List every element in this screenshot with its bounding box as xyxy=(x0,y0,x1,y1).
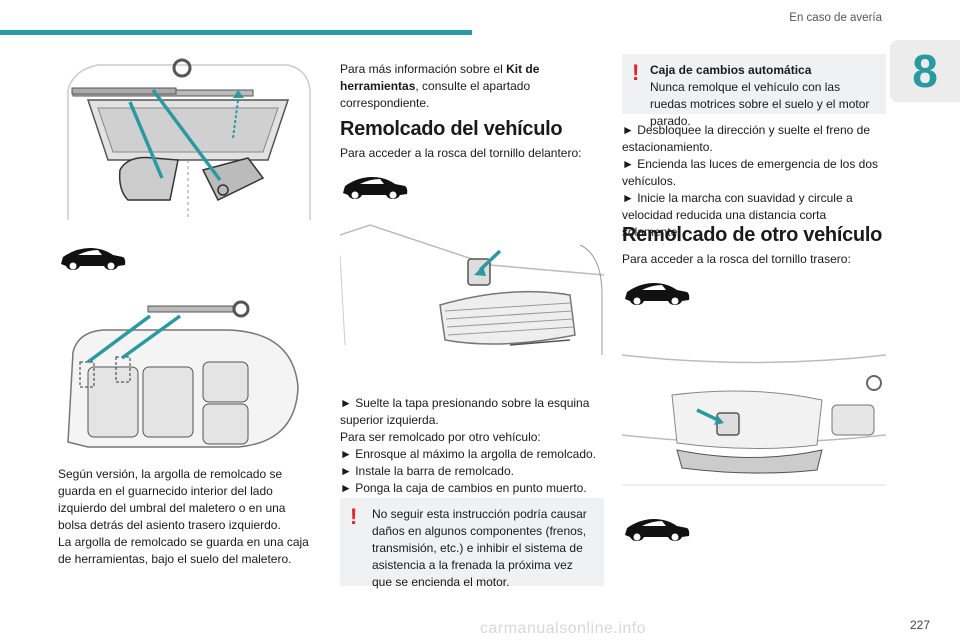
towing-other-heading: Remolcado de otro vehículo xyxy=(622,224,883,246)
step-screw-ring: ► Enrosque al máximo la argolla de remol… xyxy=(340,447,597,461)
intro-paragraph: Para más información sobre el Kit de her… xyxy=(340,61,604,112)
step-unlock: ► Desbloquee la dirección y suelte el fr… xyxy=(622,123,871,154)
front-bumper-illustration xyxy=(340,215,604,355)
towed-intro: Para ser remolcado por otro vehículo: xyxy=(340,430,541,444)
caption-2: La argolla de remolcado se guarda en una… xyxy=(58,535,309,566)
chapter-number: 8 xyxy=(912,45,938,97)
intro-bold: Kit de herramientas xyxy=(340,62,540,93)
car-icon xyxy=(61,248,126,270)
car-icon xyxy=(625,519,690,541)
step-install-bar: ► Instale la barra de remolcado. xyxy=(340,464,514,478)
step-release: ► Suelte la tapa presionando sobre la es… xyxy=(340,396,590,427)
intro-tail: , consulte el apartado correspondiente. xyxy=(340,79,531,110)
automatic-gearbox-warning: ! Caja de cambios automática Nunca remol… xyxy=(622,54,886,128)
exclamation-icon: ! xyxy=(350,504,358,529)
watermark: carmanualsonline.info xyxy=(480,620,647,637)
towing-heading: Remolcado del vehículo xyxy=(340,118,563,140)
step-neutral: ► Ponga la caja de cambios en punto muer… xyxy=(340,481,587,495)
step-hazard: ► Encienda las luces de emergencia de lo… xyxy=(622,157,879,188)
access-rear-text: Para acceder a la rosca del tornillo tra… xyxy=(622,252,851,266)
page-number: 227 xyxy=(909,618,930,632)
rear-seat-illustration xyxy=(67,300,299,448)
warning-box: ! No seguir esta instrucción podría caus… xyxy=(340,498,604,589)
chapter-tab: 8 xyxy=(890,40,960,102)
exclamation-icon: ! xyxy=(632,60,640,85)
caption-1: Según versión, la argolla de remolcado s… xyxy=(58,467,286,532)
warning-title: Caja de cambios automática xyxy=(650,63,812,77)
car-icon xyxy=(625,283,690,305)
section-title: En caso de avería xyxy=(789,12,882,24)
intro-text: Para más información sobre el xyxy=(340,62,507,76)
access-front-text: Para acceder a la rosca del tornillo del… xyxy=(340,146,582,160)
rear-bumper-illustration xyxy=(622,354,886,486)
warning-text: No seguir esta instrucción podría causar… xyxy=(372,507,587,589)
header-accent-bar xyxy=(0,30,472,35)
trunk-toolbox-illustration xyxy=(58,50,316,230)
warning-body: Nunca remolque el vehículo con las rueda… xyxy=(650,80,870,128)
car-icon xyxy=(343,177,408,199)
step-start: ► Inicie la marcha con suavidad y circul… xyxy=(622,191,853,239)
